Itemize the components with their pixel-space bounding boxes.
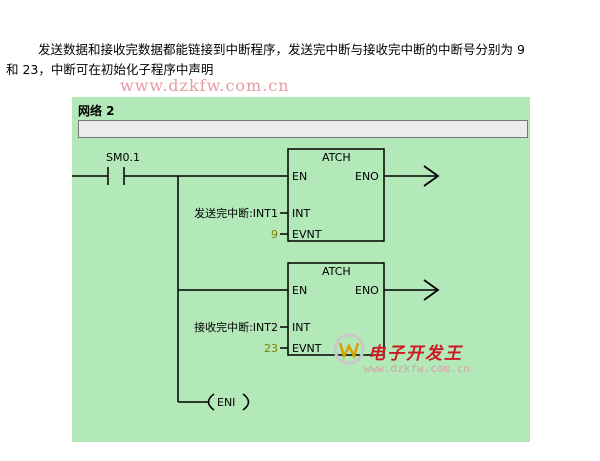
watermark-logo-icon [333, 333, 365, 365]
output-arrow-2-icon [423, 279, 440, 301]
atch-block-1-title: ATCH [322, 151, 351, 164]
atch-block-2-evnt-pin: EVNT [292, 342, 322, 355]
atch-block-1-evnt-pin: EVNT [292, 228, 322, 241]
atch-block-2-eno: ENO [355, 284, 379, 297]
watermark-url-bottom: www.dzkfw.com.cn [364, 362, 470, 375]
atch-block-1-int-label: 发送完中断:INT1 [194, 206, 278, 220]
network-title: 网络 2 [78, 104, 115, 118]
intro-line-2: 和 23，中断可在初始化子程序中声明 [6, 62, 214, 77]
atch-block-2-int-pin: INT [292, 321, 310, 334]
atch-block-2-title: ATCH [322, 265, 351, 278]
network-comment-box[interactable] [78, 120, 528, 138]
output-arrow-1-icon [423, 165, 440, 187]
atch-block-1-int-pin: INT [292, 207, 310, 220]
ladder-diagram: ENI SM0.1 ATCH EN ENO INT EVNT 发送完中断:INT… [72, 148, 440, 411]
atch-block-2-evnt-value: 23 [264, 342, 278, 355]
watermark-brand: 电子开发王 [368, 344, 463, 364]
intro-line-1: 发送数据和接收完数据都能链接到中断程序，发送完中断与接收完中断的中断号分别为 9 [38, 42, 525, 57]
atch-block-1-evnt-value: 9 [271, 228, 278, 241]
watermark-url-top: www.dzkfw.com.cn [120, 76, 290, 95]
ladder-network-panel: 网络 2 [72, 97, 530, 442]
atch-block-2-en: EN [292, 284, 307, 297]
atch-block-2-int-label: 接收完中断:INT2 [194, 320, 278, 334]
atch-block-1-box [287, 148, 385, 242]
atch-block-1-eno: ENO [355, 170, 379, 183]
coil-label: ENI [217, 396, 235, 409]
atch-block-1-en: EN [292, 170, 307, 183]
contact-label: SM0.1 [106, 151, 140, 164]
intro-text: 发送数据和接收完数据都能链接到中断程序，发送完中断与接收完中断的中断号分别为 9… [6, 40, 596, 80]
